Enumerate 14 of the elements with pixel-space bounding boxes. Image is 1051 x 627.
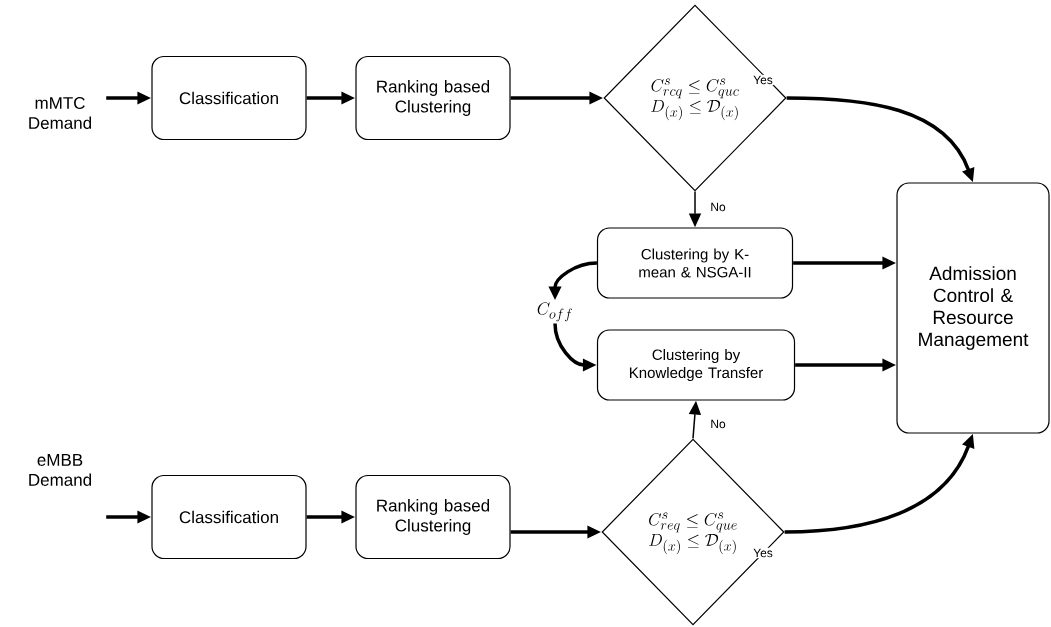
process-box: Ranking based Clustering (355, 55, 511, 141)
process-box: Classification (151, 55, 307, 141)
process-box: Classification (151, 474, 307, 560)
input-label: mMTC Demand (29, 96, 92, 129)
edge-label: No (709, 418, 727, 430)
formula-label: $C_{off}$ (537, 302, 573, 322)
process-box: Ranking based Clustering (355, 474, 511, 560)
edge-label: No (709, 201, 727, 213)
process-box: Clustering by K-mean & NSGA-II (596, 227, 794, 299)
edge-label: Yes (752, 547, 774, 559)
edge-label: Yes (752, 74, 774, 86)
process-box: Clustering by Knowledge Transfer (596, 329, 796, 401)
process-box: Admission Control & Resource Management (896, 182, 1050, 434)
input-label: eMBB Demand (29, 454, 92, 486)
